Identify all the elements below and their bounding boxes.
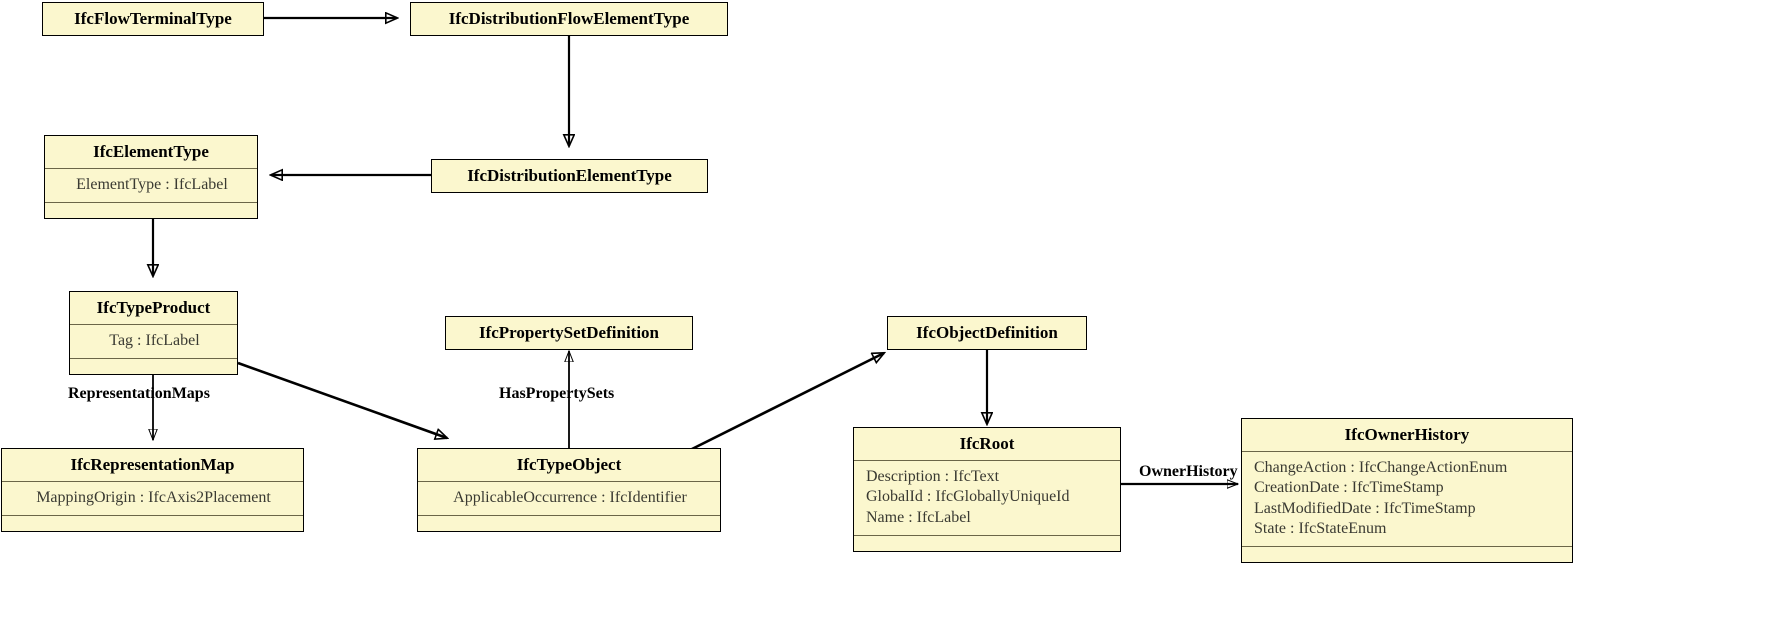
class-title: IfcElementType [45, 136, 257, 169]
class-title: IfcFlowTerminalType [43, 3, 263, 35]
class-attributes: MappingOrigin : IfcAxis2Placement [2, 482, 303, 517]
class-operations [854, 535, 1120, 551]
class-operations [1242, 547, 1572, 563]
edge-label-haspropertysets: HasPropertySets [499, 385, 615, 402]
class-title: IfcObjectDefinition [888, 317, 1086, 349]
class-box-ifctypeproduct[interactable]: IfcTypeProduct Tag : IfcLabel [69, 291, 238, 376]
attribute-row: State : IfcStateEnum [1254, 519, 1387, 537]
edge-label-representationmaps: RepresentationMaps [68, 385, 210, 402]
class-box-ifcflowterminaltype[interactable]: IfcFlowTerminalType [42, 2, 264, 36]
class-operations [418, 516, 720, 532]
class-title: IfcRepresentationMap [2, 449, 303, 482]
class-operations [70, 359, 237, 375]
class-box-ifcpropertysetdefinition[interactable]: IfcPropertySetDefinition [445, 316, 693, 350]
class-box-ifctypeobject[interactable]: IfcTypeObject ApplicableOccurrence : Ifc… [417, 448, 721, 533]
edge-typeproduct-to-typeobject [237, 361, 447, 438]
class-box-ifcdistributionelementtype[interactable]: IfcDistributionElementType [431, 159, 708, 193]
class-operations [45, 203, 257, 219]
class-title: IfcOwnerHistory [1242, 419, 1572, 452]
class-box-ifcelementtype[interactable]: IfcElementType ElementType : IfcLabel [44, 135, 258, 220]
class-box-ifcdistributionflowelementtype[interactable]: IfcDistributionFlowElementType [410, 2, 728, 36]
class-title: IfcRoot [854, 428, 1120, 461]
class-title: IfcTypeObject [418, 449, 720, 482]
class-title: IfcDistributionElementType [432, 160, 707, 192]
attribute-row: Name : IfcLabel [866, 508, 971, 526]
class-title: IfcDistributionFlowElementType [411, 3, 727, 35]
edge-label-ownerhistory: OwnerHistory [1139, 463, 1238, 480]
class-attributes: Tag : IfcLabel [70, 325, 237, 360]
class-box-ifcownerhistory[interactable]: IfcOwnerHistory ChangeAction : IfcChange… [1241, 418, 1573, 564]
attribute-row: LastModifiedDate : IfcTimeStamp [1254, 499, 1476, 517]
class-attributes: Description : IfcText GlobalId : IfcGlob… [854, 461, 1120, 536]
class-operations [2, 516, 303, 532]
class-attributes: ApplicableOccurrence : IfcIdentifier [418, 482, 720, 517]
class-attributes: ChangeAction : IfcChangeActionEnum Creat… [1242, 452, 1572, 548]
class-attributes: ElementType : IfcLabel [45, 169, 257, 204]
attribute-row: Description : IfcText [866, 468, 1000, 485]
attribute-row: GlobalId : IfcGloballyUniqueId [866, 488, 1070, 506]
class-title: IfcPropertySetDefinition [446, 317, 692, 349]
class-box-ifcroot[interactable]: IfcRoot Description : IfcText GlobalId :… [853, 427, 1121, 552]
attribute-row: ChangeAction : IfcChangeActionEnum [1254, 459, 1508, 476]
class-box-ifcrepresentationmap[interactable]: IfcRepresentationMap MappingOrigin : Ifc… [1, 448, 304, 533]
class-title: IfcTypeProduct [70, 292, 237, 325]
class-box-ifcobjectdefinition[interactable]: IfcObjectDefinition [887, 316, 1087, 350]
attribute-row: CreationDate : IfcTimeStamp [1254, 479, 1444, 497]
